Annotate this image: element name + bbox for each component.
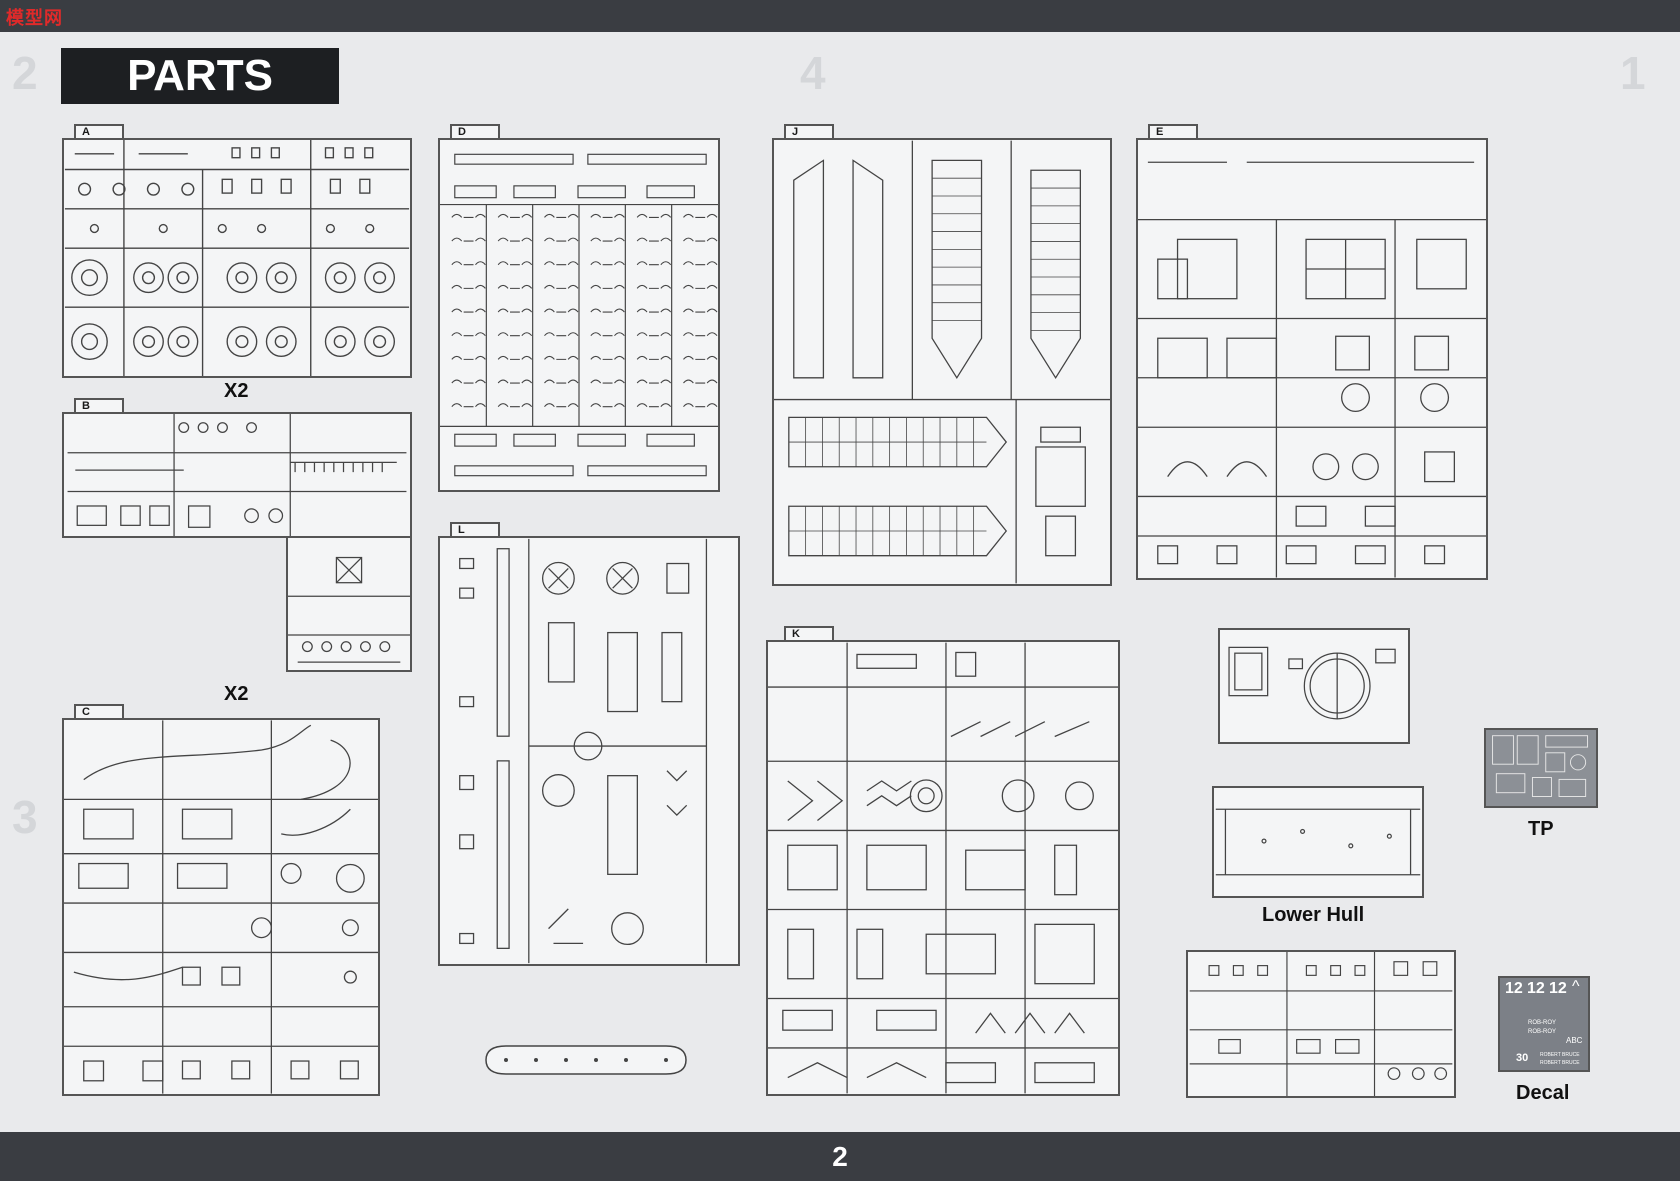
sprue-a-parts <box>64 140 410 376</box>
sprue-e <box>1136 138 1488 580</box>
chevron-icon: ^ <box>1572 978 1580 995</box>
bottom-bar <box>0 1132 1680 1181</box>
sprue-b-multiplier: X2 <box>224 683 249 705</box>
decal-number: 12 <box>1505 980 1523 997</box>
sprue-d-tag: D <box>450 124 500 138</box>
sprue-j <box>772 138 1112 586</box>
sprue-c-tag: C <box>74 704 124 718</box>
track-part <box>476 1040 696 1082</box>
lower-hull-label: Lower Hull <box>1262 904 1365 926</box>
decal-text: ROB-ROY <box>1528 1029 1557 1035</box>
sprue-d <box>438 138 720 492</box>
sprue-b-extension <box>286 536 412 672</box>
sprue-c <box>62 718 380 1096</box>
page-number: 2 <box>832 1141 848 1172</box>
ghost-step-number: 2 <box>12 47 38 99</box>
sprue-j-tag: J <box>784 124 834 138</box>
sprue-k-tag: K <box>784 626 834 640</box>
ghost-step-number: 3 <box>12 791 38 843</box>
decal-text: ABC <box>1566 1036 1583 1045</box>
sprue-a-multiplier: X2 <box>224 380 249 402</box>
small-parts-shapes <box>1189 952 1453 1096</box>
photo-etch-parts <box>1492 735 1589 797</box>
sprue-a-tag: A <box>74 124 124 138</box>
decal-number: 12 <box>1549 980 1567 997</box>
ghost-step-number: 4 <box>800 47 826 99</box>
lower-hull-shape <box>1215 808 1421 876</box>
upper-hull-part <box>1218 628 1410 744</box>
sprue-d-parts <box>440 153 718 477</box>
decal-number: 12 <box>1527 980 1545 997</box>
ghost-step-number: 1 <box>1620 47 1646 99</box>
page-title: PARTS <box>61 48 339 104</box>
sprue-b-extension-parts <box>288 556 410 663</box>
decal-number-small: 30 <box>1516 1052 1529 1064</box>
sprue-e-parts <box>1138 161 1486 578</box>
decal-sheet: 12 12 12 ^ ROB-ROY ROB-ROY ABC 30 ROBERT… <box>1498 976 1590 1072</box>
sprue-k-parts <box>768 642 1118 1094</box>
sprue-a <box>62 138 412 378</box>
decal-text: ROBERT BRUCE <box>1540 1052 1580 1058</box>
sprue-l-parts <box>459 538 708 964</box>
lower-hull-part <box>1212 786 1424 898</box>
small-parts-sprue <box>1186 950 1456 1098</box>
sprue-k <box>766 640 1120 1096</box>
sprue-l <box>438 536 740 966</box>
site-logo: 模型网 <box>6 8 63 29</box>
sprue-l-tag: L <box>450 522 500 536</box>
upper-hull-shape <box>1228 646 1396 720</box>
sprue-e-tag: E <box>1148 124 1198 138</box>
decal-text: ROB-ROY <box>1528 1020 1557 1026</box>
decal-text: ROBERT BRUCE <box>1540 1060 1580 1066</box>
top-bar: 模型网 <box>0 0 1680 32</box>
sprue-c-parts <box>64 720 378 1094</box>
sprue-b-parts <box>67 414 407 536</box>
sprue-b-tag: B <box>74 398 124 412</box>
photo-etch-label: TP <box>1528 818 1554 840</box>
track-part-shape <box>485 1045 687 1075</box>
sprue-j-parts <box>774 140 1110 584</box>
photo-etch-sheet <box>1484 728 1598 808</box>
decal-label: Decal <box>1516 1082 1570 1104</box>
sprue-b <box>62 412 412 538</box>
